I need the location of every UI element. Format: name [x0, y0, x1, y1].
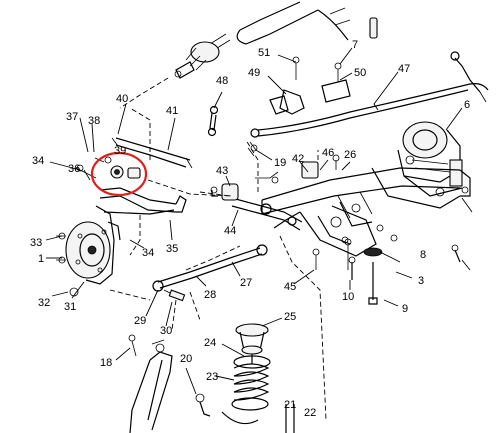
callout-41: 41 — [166, 105, 178, 117]
callout-26: 26 — [344, 149, 356, 161]
callout-3: 3 — [418, 275, 424, 287]
callout-18: 18 — [100, 357, 112, 369]
callout-20: 20 — [180, 353, 192, 365]
callout-labels: 51 49 48 7 50 47 6 40 41 37 38 39 34 36 … — [30, 39, 470, 419]
lateral-link — [152, 244, 268, 302]
callout-49: 49 — [248, 67, 260, 79]
callout-45: 45 — [284, 281, 296, 293]
highlight-circle — [90, 151, 148, 197]
callout-19: 19 — [274, 157, 286, 169]
shock-absorber — [128, 334, 173, 433]
callout-37: 37 — [66, 111, 78, 123]
stabilizer-bar — [250, 83, 489, 138]
differential — [397, 121, 463, 197]
callout-24: 24 — [204, 337, 216, 349]
wheel-hub-knuckle — [56, 164, 121, 297]
callout-31: 31 — [64, 301, 76, 313]
callout-44: 44 — [224, 225, 236, 237]
callout-30: 30 — [160, 325, 172, 337]
callout-46: 46 — [322, 147, 334, 159]
leader-lines — [45, 47, 473, 395]
callout-8: 8 — [420, 249, 426, 261]
callout-40: 40 — [116, 93, 128, 105]
callout-10: 10 — [342, 291, 354, 303]
center-hardware — [210, 141, 352, 270]
coil-spring-assembly — [195, 323, 295, 433]
callout-42: 42 — [292, 153, 304, 165]
callout-1: 1 — [38, 253, 44, 265]
callout-22: 22 — [304, 407, 316, 419]
end-link — [207, 105, 219, 137]
mount-bolts — [348, 224, 461, 305]
callout-35: 35 — [166, 243, 178, 255]
callout-39: 39 — [114, 145, 126, 157]
lower-control-arm — [94, 156, 187, 215]
callout-28: 28 — [204, 289, 216, 301]
callout-33: 33 — [30, 237, 42, 249]
drive-shaft — [119, 1, 351, 109]
callout-43: 43 — [216, 165, 228, 177]
callout-50: 50 — [354, 67, 366, 79]
callout-51: 51 — [258, 47, 270, 59]
stabilizer-link-assembly — [269, 17, 487, 115]
callout-38: 38 — [88, 115, 100, 127]
callout-27: 27 — [240, 277, 252, 289]
callout-7: 7 — [352, 39, 358, 51]
callout-25: 25 — [284, 311, 296, 323]
callout-29: 29 — [134, 315, 146, 327]
callout-9: 9 — [402, 303, 408, 315]
callout-23: 23 — [206, 371, 218, 383]
callout-47: 47 — [398, 63, 410, 75]
callout-6: 6 — [464, 99, 470, 111]
callout-21: 21 — [284, 399, 296, 411]
callout-32: 32 — [38, 297, 50, 309]
callout-36: 36 — [68, 163, 80, 175]
callout-48: 48 — [216, 75, 228, 87]
callout-34-upper: 34 — [32, 155, 44, 167]
callout-34-lower: 34 — [142, 247, 154, 259]
